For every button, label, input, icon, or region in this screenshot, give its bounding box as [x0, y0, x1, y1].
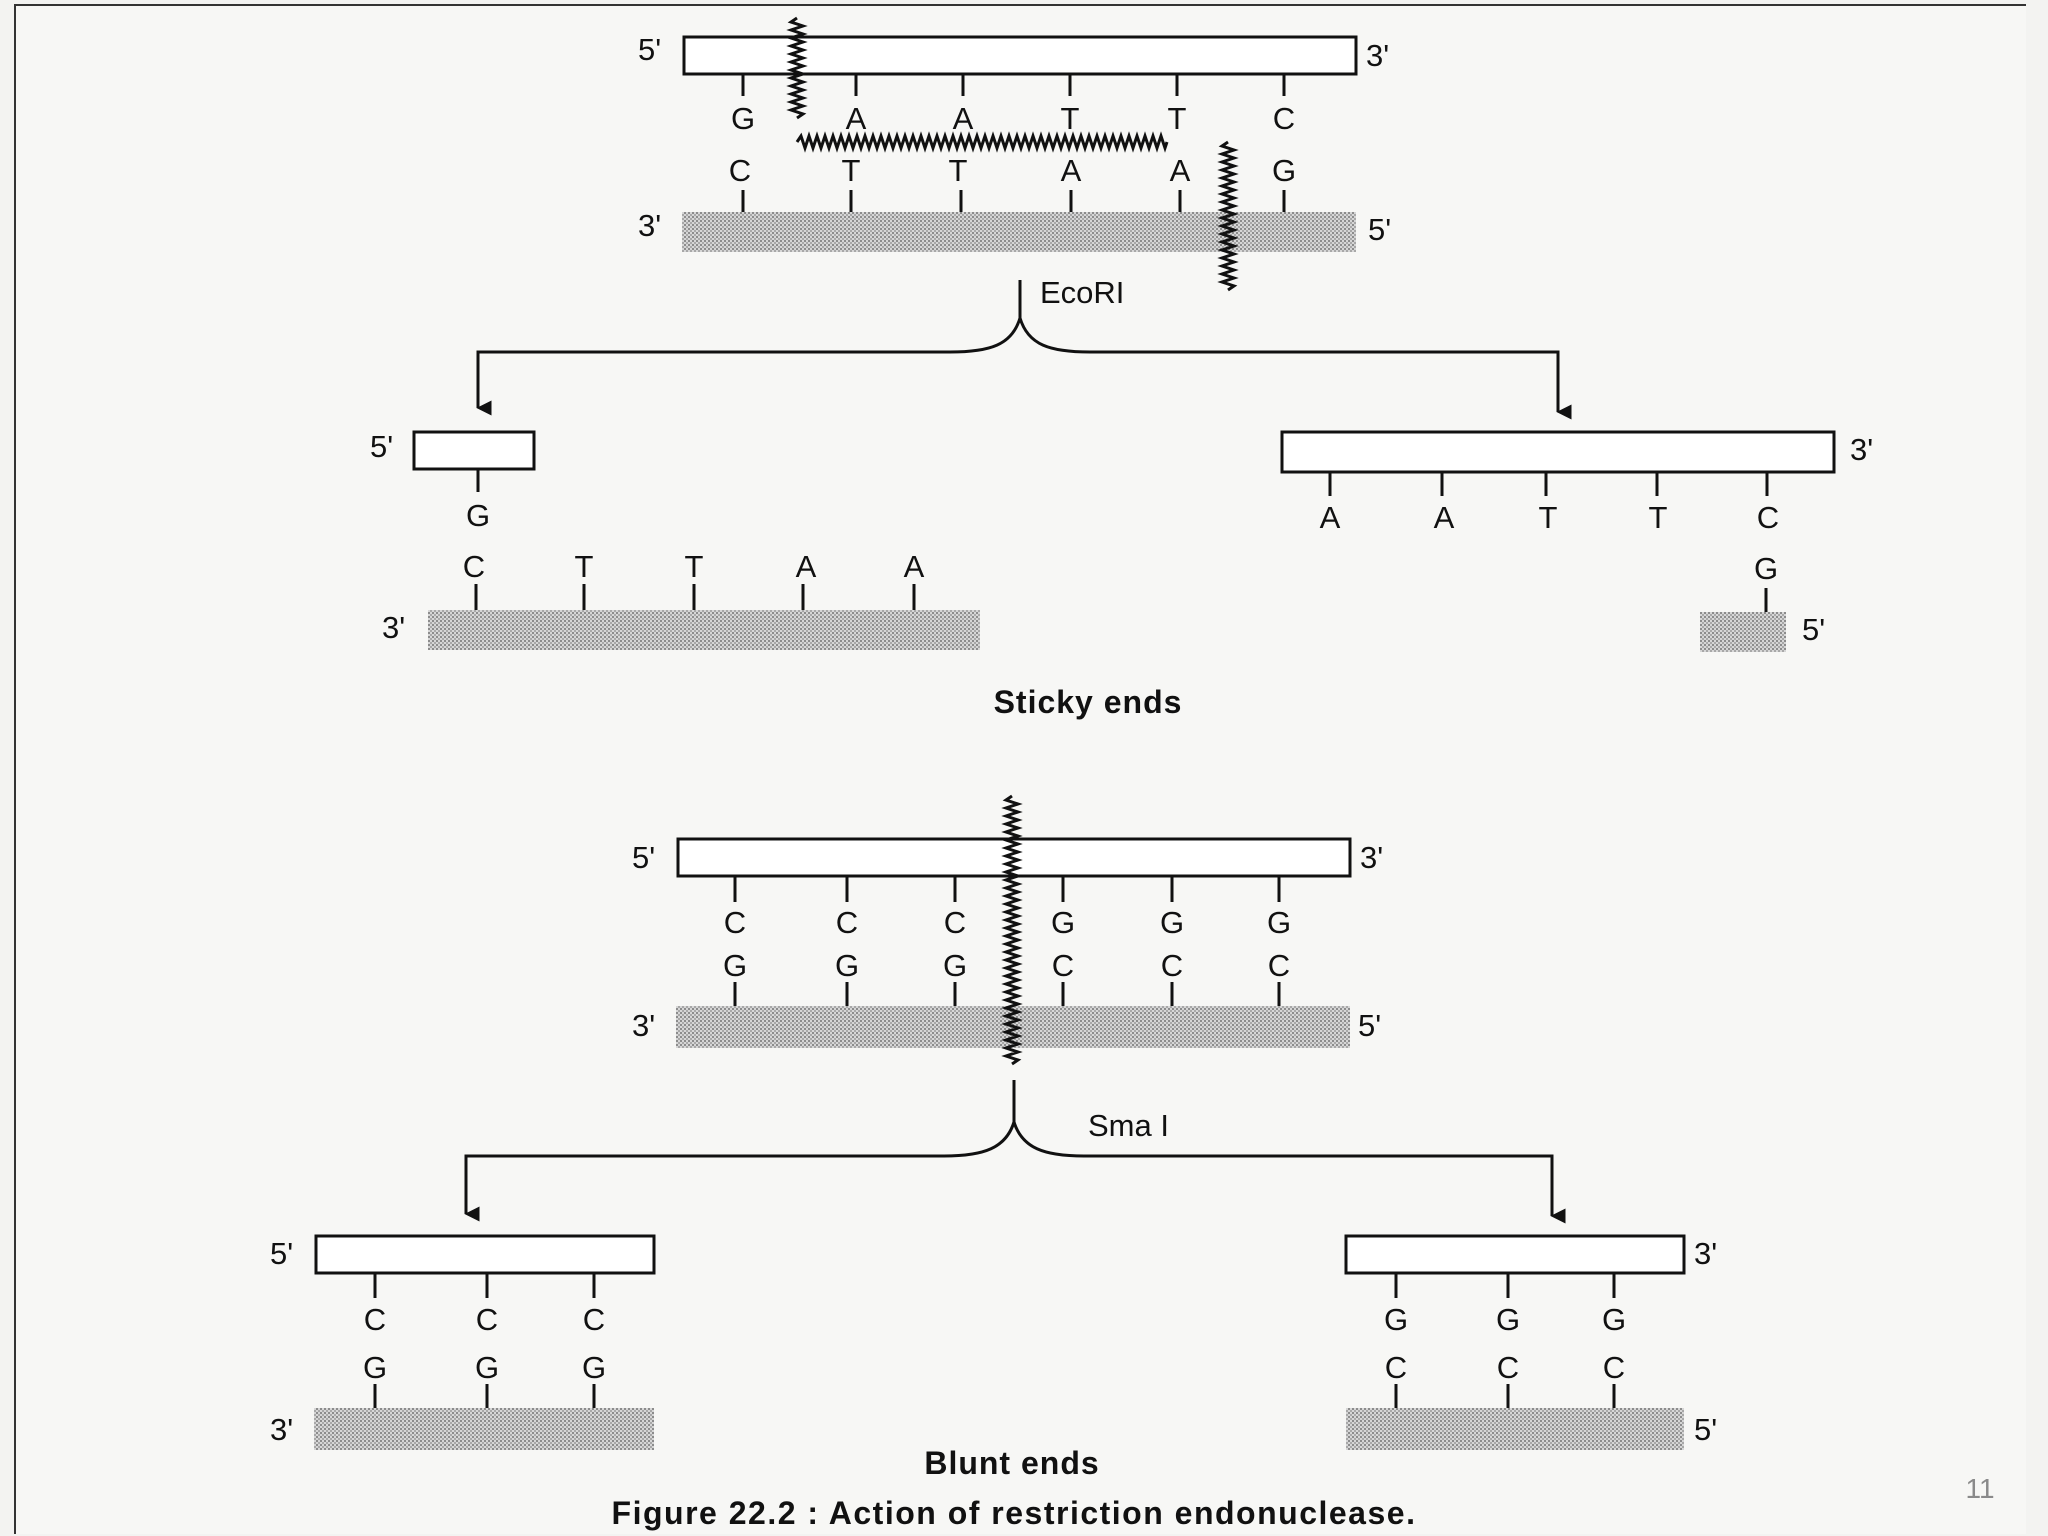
base-label: C: [1385, 1350, 1407, 1385]
bottom-strand: [1346, 1408, 1684, 1450]
base-label: C: [836, 905, 858, 940]
ecori-cleavage: EcoRI: [476, 275, 1572, 420]
base-label: C: [463, 549, 485, 584]
base-label: C: [364, 1302, 386, 1337]
smai-intact-dna: 5' 3' 3' 5' C C C G G G G G G C C C: [632, 794, 1383, 1066]
base-label: C: [1161, 948, 1183, 983]
bottom-strand: [428, 610, 980, 650]
base-label: A: [953, 101, 974, 136]
base-label: T: [949, 153, 968, 188]
base-label: C: [583, 1302, 605, 1337]
base-label: G: [723, 948, 747, 983]
base-label: G: [475, 1350, 499, 1385]
base-label: G: [363, 1350, 387, 1385]
bottom-strand-5prime-label: 5': [1358, 1008, 1381, 1043]
three-prime-label: 3': [270, 1412, 293, 1447]
base-label: C: [1268, 948, 1290, 983]
base-label: G: [943, 948, 967, 983]
base-label: A: [796, 549, 817, 584]
base-label: G: [1602, 1302, 1626, 1337]
three-prime-label: 3': [1694, 1236, 1717, 1271]
top-strand: [1344, 1234, 1686, 1275]
three-prime-label: 3': [1850, 432, 1873, 467]
base-label: A: [846, 101, 867, 136]
five-prime-label: 5': [370, 429, 393, 464]
bottom-strand: [314, 1408, 654, 1450]
blunt-ends-heading: Blunt ends: [924, 1445, 1099, 1481]
base-label: C: [944, 905, 966, 940]
top-strand: [1280, 430, 1836, 474]
base-label: C: [729, 153, 751, 188]
figure-frame: [14, 4, 2026, 1534]
bottom-strand-5prime-label: 5': [1368, 212, 1391, 247]
base-label: C: [724, 905, 746, 940]
five-prime-label: 5': [1694, 1412, 1717, 1447]
ecori-cut-line: [786, 16, 1239, 292]
base-label: G: [731, 101, 755, 136]
bottom-strand-3prime-label: 3': [638, 208, 661, 243]
bottom-strand: [1700, 612, 1786, 652]
base-label: C: [476, 1302, 498, 1337]
base-label: C: [1273, 101, 1295, 136]
top-strand: [314, 1234, 656, 1275]
base-label: G: [1051, 905, 1075, 940]
base-label: G: [835, 948, 859, 983]
page-number: 11: [1965, 1473, 1994, 1504]
ecori-top-bases: G A A T T C: [731, 74, 1295, 136]
ecori-intact-dna: 5' 3' 3' 5' G A A T T C C T T A A G: [638, 16, 1391, 292]
base-label: G: [582, 1350, 606, 1385]
base-label: A: [1320, 500, 1341, 535]
smai-left-fragment: 5' C C C G G G 3': [270, 1234, 656, 1450]
smai-enzyme-label: Sma I: [1088, 1108, 1169, 1143]
bottom-strand-3prime-label: 3': [632, 1008, 655, 1043]
base-label: G: [1384, 1302, 1408, 1337]
smai-cut-line: [1001, 794, 1023, 1066]
bottom-strand: [682, 212, 1356, 252]
top-strand-3prime-label: 3': [1360, 840, 1383, 875]
base-label: C: [1052, 948, 1074, 983]
smai-cleavage: Sma I: [464, 1080, 1566, 1224]
base-label: G: [1160, 905, 1184, 940]
base-label: A: [1434, 500, 1455, 535]
sticky-ends-section: 5' 3' 3' 5' G A A T T C C T T A A G: [370, 16, 1873, 720]
ecori-right-fragment: 3' A A T T C G 5': [1280, 430, 1873, 652]
base-label: C: [1497, 1350, 1519, 1385]
base-label: T: [575, 549, 594, 584]
base-label: G: [1754, 551, 1778, 586]
smai-right-fragment: 3' G G G C C C 5': [1344, 1234, 1717, 1450]
top-strand: [412, 430, 536, 471]
blunt-ends-section: 5' 3' 3' 5' C C C G G G G G G C C C: [270, 794, 1717, 1481]
base-label: T: [1061, 101, 1080, 136]
sticky-ends-heading: Sticky ends: [994, 684, 1183, 720]
base-label: T: [1649, 500, 1668, 535]
base-label: T: [685, 549, 704, 584]
base-label: T: [842, 153, 861, 188]
figure-caption: Figure 22.2 : Action of restriction endo…: [612, 1495, 1417, 1531]
top-strand: [682, 35, 1358, 76]
five-prime-label: 5': [270, 1236, 293, 1271]
base-label: G: [466, 498, 490, 533]
ecori-bottom-bases: C T T A A G: [729, 153, 1296, 212]
top-strand-3prime-label: 3': [1366, 38, 1389, 73]
ecori-left-fragment: 5' G C T T A A 3': [370, 429, 980, 650]
ecori-enzyme-label: EcoRI: [1040, 275, 1124, 310]
base-label: C: [1757, 500, 1779, 535]
base-label: A: [904, 549, 925, 584]
three-prime-label: 3': [382, 610, 405, 645]
base-label: A: [1061, 153, 1082, 188]
top-strand-5prime-label: 5': [632, 840, 655, 875]
top-strand-5prime-label: 5': [638, 32, 661, 67]
base-label: A: [1170, 153, 1191, 188]
base-label: C: [1603, 1350, 1625, 1385]
base-label: T: [1539, 500, 1558, 535]
base-label: G: [1496, 1302, 1520, 1337]
base-label: T: [1168, 101, 1187, 136]
base-label: G: [1272, 153, 1296, 188]
base-label: G: [1267, 905, 1291, 940]
five-prime-label: 5': [1802, 612, 1825, 647]
